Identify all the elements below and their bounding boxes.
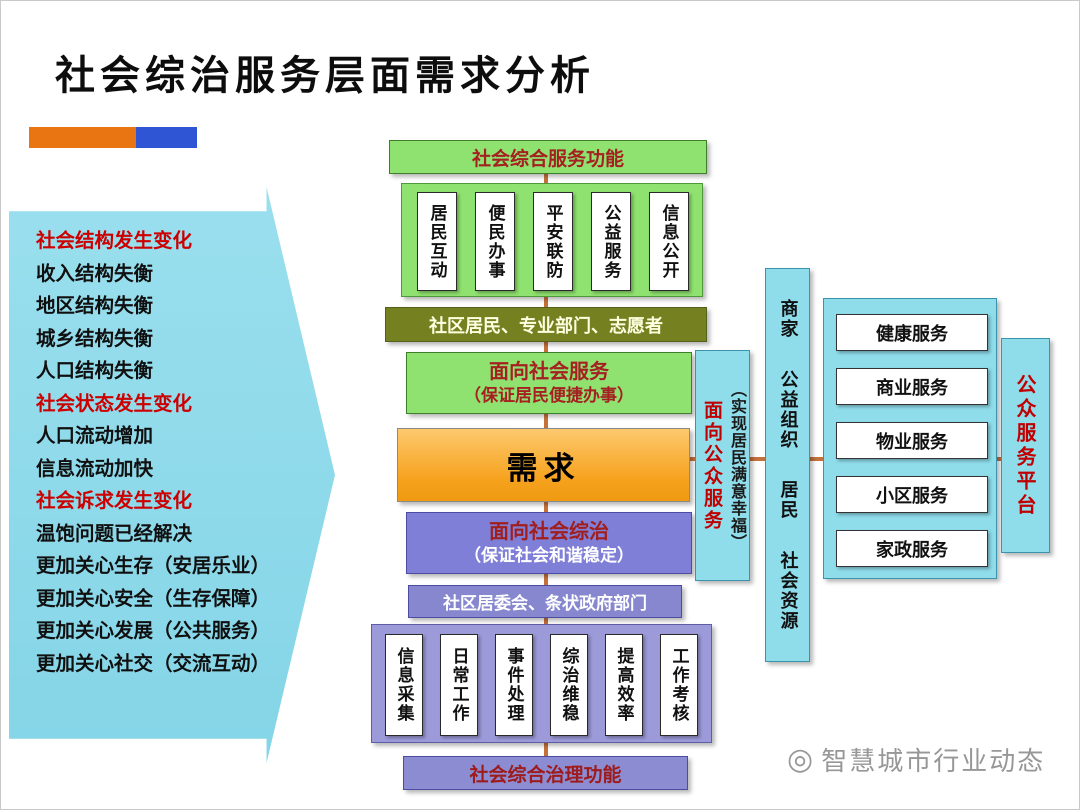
governance-function-column: 信息采集 bbox=[385, 634, 423, 736]
service-providers-box: 社区居民、专业部门、志愿者 bbox=[385, 307, 707, 342]
arrow-item: 更加关心发展（公共服务） bbox=[36, 619, 271, 642]
platform-label: 公众服务平台 bbox=[1013, 373, 1037, 518]
governance-function-column: 事件处理 bbox=[495, 634, 533, 736]
demand-box: 需求 bbox=[397, 428, 690, 502]
arrow-item: 更加关心社交（交流互动） bbox=[36, 651, 271, 675]
governance-function-panel: 信息采集 日常工作 事件处理 综治维稳 提高效率 工作考核 bbox=[371, 624, 712, 743]
arrow-item: 信息流动加快 bbox=[36, 456, 154, 480]
governance-providers-box: 社区居委会、条状政府部门 bbox=[408, 585, 682, 618]
governance-function-column: 工作考核 bbox=[660, 634, 698, 736]
arrow-item: 温饱问题已经解决 bbox=[36, 521, 193, 545]
public-service-orientation-box: 面向公众服务 （实现居民满意幸福） bbox=[695, 350, 750, 581]
governance-function-box: 社会综合治理功能 bbox=[403, 756, 688, 790]
service-function-column: 信息公开 bbox=[649, 192, 689, 291]
social-service-box: 面向社会服务 （保证居民便捷办事） bbox=[406, 352, 692, 414]
service-function-column: 公益服务 bbox=[591, 192, 631, 291]
title-accent-orange-bar bbox=[29, 127, 136, 148]
service-function-column: 平安联防 bbox=[533, 192, 573, 291]
public-service-item: 小区服务 bbox=[836, 476, 988, 513]
public-services-panel: 健康服务 商业服务 物业服务 小区服务 家政服务 bbox=[823, 298, 997, 579]
arrow-item: 更加关心生存（安居乐业） bbox=[36, 554, 271, 577]
service-function-column: 居民互动 bbox=[417, 192, 457, 291]
social-governance-title: 面向社会综治 bbox=[489, 519, 609, 543]
arrow-item: 地区结构失衡 bbox=[36, 294, 154, 317]
social-service-title: 面向社会服务 bbox=[489, 359, 609, 383]
social-resources-box: 商家 公益组织 居民 社会资源 bbox=[765, 268, 810, 662]
arrow-item: 收入结构失衡 bbox=[36, 261, 154, 285]
governance-function-column: 提高效率 bbox=[605, 634, 643, 736]
public-service-item: 商业服务 bbox=[836, 368, 988, 405]
arrow-item: 社会结构发生变化 bbox=[36, 229, 193, 252]
resource-label: 居民 bbox=[777, 480, 799, 521]
governance-function-column: 综治维稳 bbox=[550, 634, 588, 736]
social-governance-subtitle: （保证社会和谐稳定） bbox=[464, 546, 634, 566]
social-service-function-box: 社会综合服务功能 bbox=[389, 140, 707, 174]
arrow-item: 人口流动增加 bbox=[36, 424, 154, 447]
governance-function-column: 日常工作 bbox=[440, 634, 478, 736]
social-governance-box: 面向社会综治 （保证社会和谐稳定） bbox=[406, 512, 692, 574]
arrow-item-list: 社会结构发生变化 收入结构失衡 地区结构失衡 城乡结构失衡 人口结构失衡 社会状… bbox=[36, 225, 270, 680]
arrow-item: 人口结构失衡 bbox=[36, 359, 154, 382]
arrow-item: 更加关心安全（生存保障） bbox=[36, 586, 271, 610]
public-service-subtitle: （实现居民满意幸福） bbox=[728, 380, 747, 551]
page-title: 社会综治服务层面需求分析 bbox=[55, 53, 595, 99]
public-service-item: 家政服务 bbox=[836, 530, 988, 567]
resource-label: 商家 bbox=[777, 299, 799, 340]
public-service-item: 健康服务 bbox=[836, 314, 988, 351]
social-service-subtitle: （保证居民便捷办事） bbox=[464, 386, 634, 406]
public-service-title: 面向公众服务 bbox=[701, 399, 723, 532]
resource-label: 社会资源 bbox=[777, 550, 799, 631]
watermark-logo-icon: ◎ bbox=[787, 741, 814, 777]
watermark-text: 智慧城市行业动态 bbox=[821, 747, 1046, 777]
resource-label: 公益组织 bbox=[777, 369, 799, 450]
arrow-item: 城乡结构失衡 bbox=[36, 326, 154, 350]
service-function-panel: 居民互动 便民办事 平安联防 公益服务 信息公开 bbox=[401, 183, 703, 297]
arrow-item: 社会诉求发生变化 bbox=[36, 489, 193, 512]
public-service-item: 物业服务 bbox=[836, 422, 988, 459]
causes-arrow: 社会结构发生变化 收入结构失衡 地区结构失衡 城乡结构失衡 人口结构失衡 社会状… bbox=[9, 187, 335, 763]
watermark: ◎ 智慧城市行业动态 bbox=[787, 741, 1045, 778]
public-service-platform-box: 公众服务平台 bbox=[1001, 338, 1050, 553]
arrow-item: 社会状态发生变化 bbox=[36, 391, 193, 415]
service-function-column: 便民办事 bbox=[475, 192, 515, 291]
title-accent-blue-bar bbox=[136, 127, 197, 148]
